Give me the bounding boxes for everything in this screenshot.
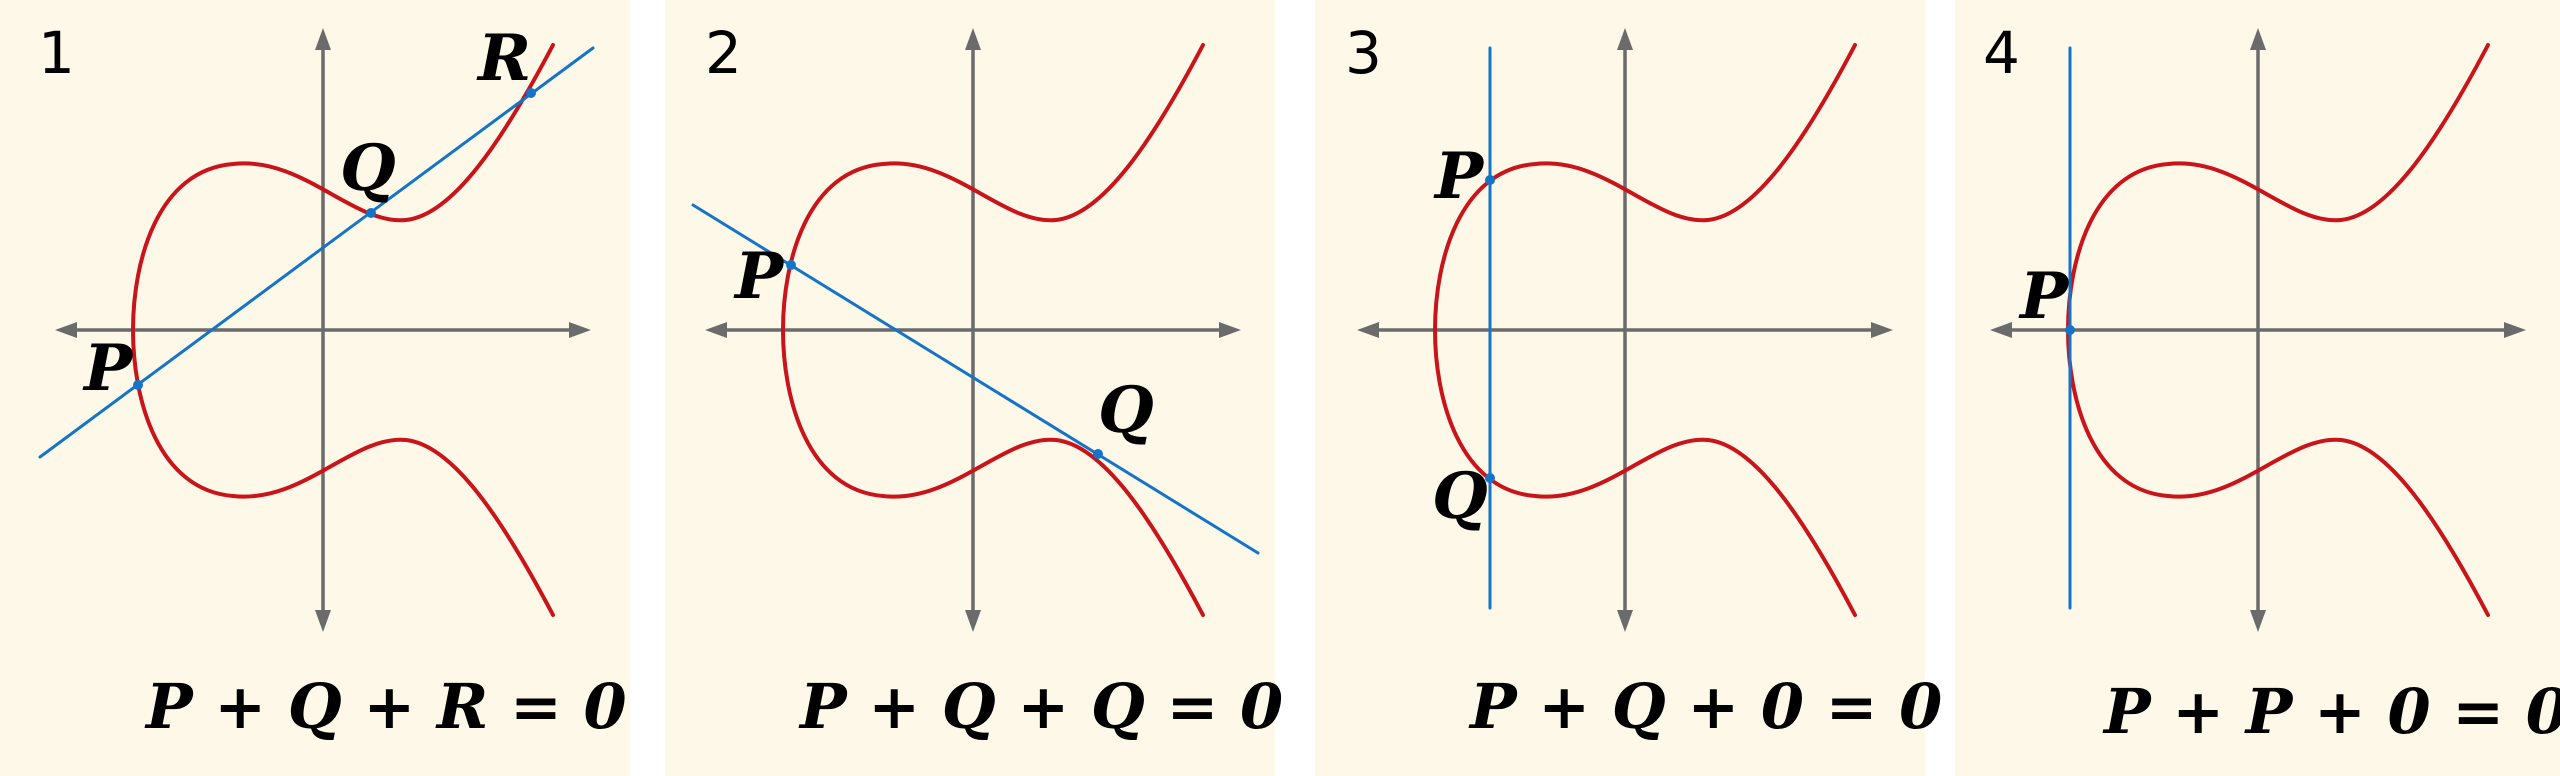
y-axis-down-arrow [2250,610,2266,632]
panel-3: 3 P Q P + Q + 0 = 0 [1315,0,1942,776]
panel-2-label-P: P [733,239,785,314]
panel-3-label-P: P [1433,139,1485,214]
x-axis-left-arrow [55,322,77,338]
panel-2-background [665,0,1275,776]
panel-3-axes [1357,28,1893,632]
panel-1-point-P [133,380,143,390]
panel-1-equation: P + Q + R = 0 [144,670,627,743]
panel-4-equation: P + P + 0 = 0 [2102,675,2560,748]
panel-1-label-R: R [476,21,531,96]
panel-3-point-P [1485,175,1495,185]
panel-1-number: 1 [38,19,75,87]
y-axis-down-arrow [315,610,331,632]
panel-2-point-P [786,260,796,270]
y-axis-up-arrow [965,28,981,50]
panel-3-label-Q: Q [1432,459,1488,534]
panel-4-axes [1990,28,2526,632]
panel-2: 2 P Q P + Q + Q = 0 [665,0,1283,776]
x-axis-left-arrow [705,322,727,338]
panel-2-number: 2 [705,19,742,87]
x-axis-right-arrow [569,322,591,338]
panel-4-number: 4 [1983,19,2020,87]
panel-1-point-R [526,88,536,98]
panel-4: 4 P P + P + 0 = 0 [1955,0,2560,776]
panel-1-point-Q [366,208,376,218]
x-axis-right-arrow [1219,322,1241,338]
panel-1: 1 P Q R P + Q + R = 0 [0,0,630,776]
panel-3-background [1315,0,1925,776]
y-axis-down-arrow [1617,610,1633,632]
x-axis-left-arrow [1990,322,2012,338]
panel-1-label-Q: Q [340,131,396,206]
x-axis-right-arrow [2504,322,2526,338]
panel-3-number: 3 [1345,19,1382,87]
panel-1-axes [55,28,591,632]
panel-1-label-P: P [82,331,134,406]
panel-4-label-P: P [2018,259,2070,334]
y-axis-up-arrow [1617,28,1633,50]
x-axis-left-arrow [1357,322,1379,338]
panel-4-point-P [2065,325,2075,335]
panel-2-point-Q [1093,449,1103,459]
panel-2-equation: P + Q + Q = 0 [798,670,1283,743]
panel-2-label-Q: Q [1098,373,1154,448]
panel-1-secant-line [38,46,595,459]
y-axis-up-arrow [315,28,331,50]
panel-3-equation: P + Q + 0 = 0 [1468,670,1942,743]
panel-1-background [0,0,630,776]
y-axis-down-arrow [965,610,981,632]
y-axis-up-arrow [2250,28,2266,50]
x-axis-right-arrow [1871,322,1893,338]
panel-2-axes [705,28,1241,632]
panel-3-point-Q [1485,473,1495,483]
